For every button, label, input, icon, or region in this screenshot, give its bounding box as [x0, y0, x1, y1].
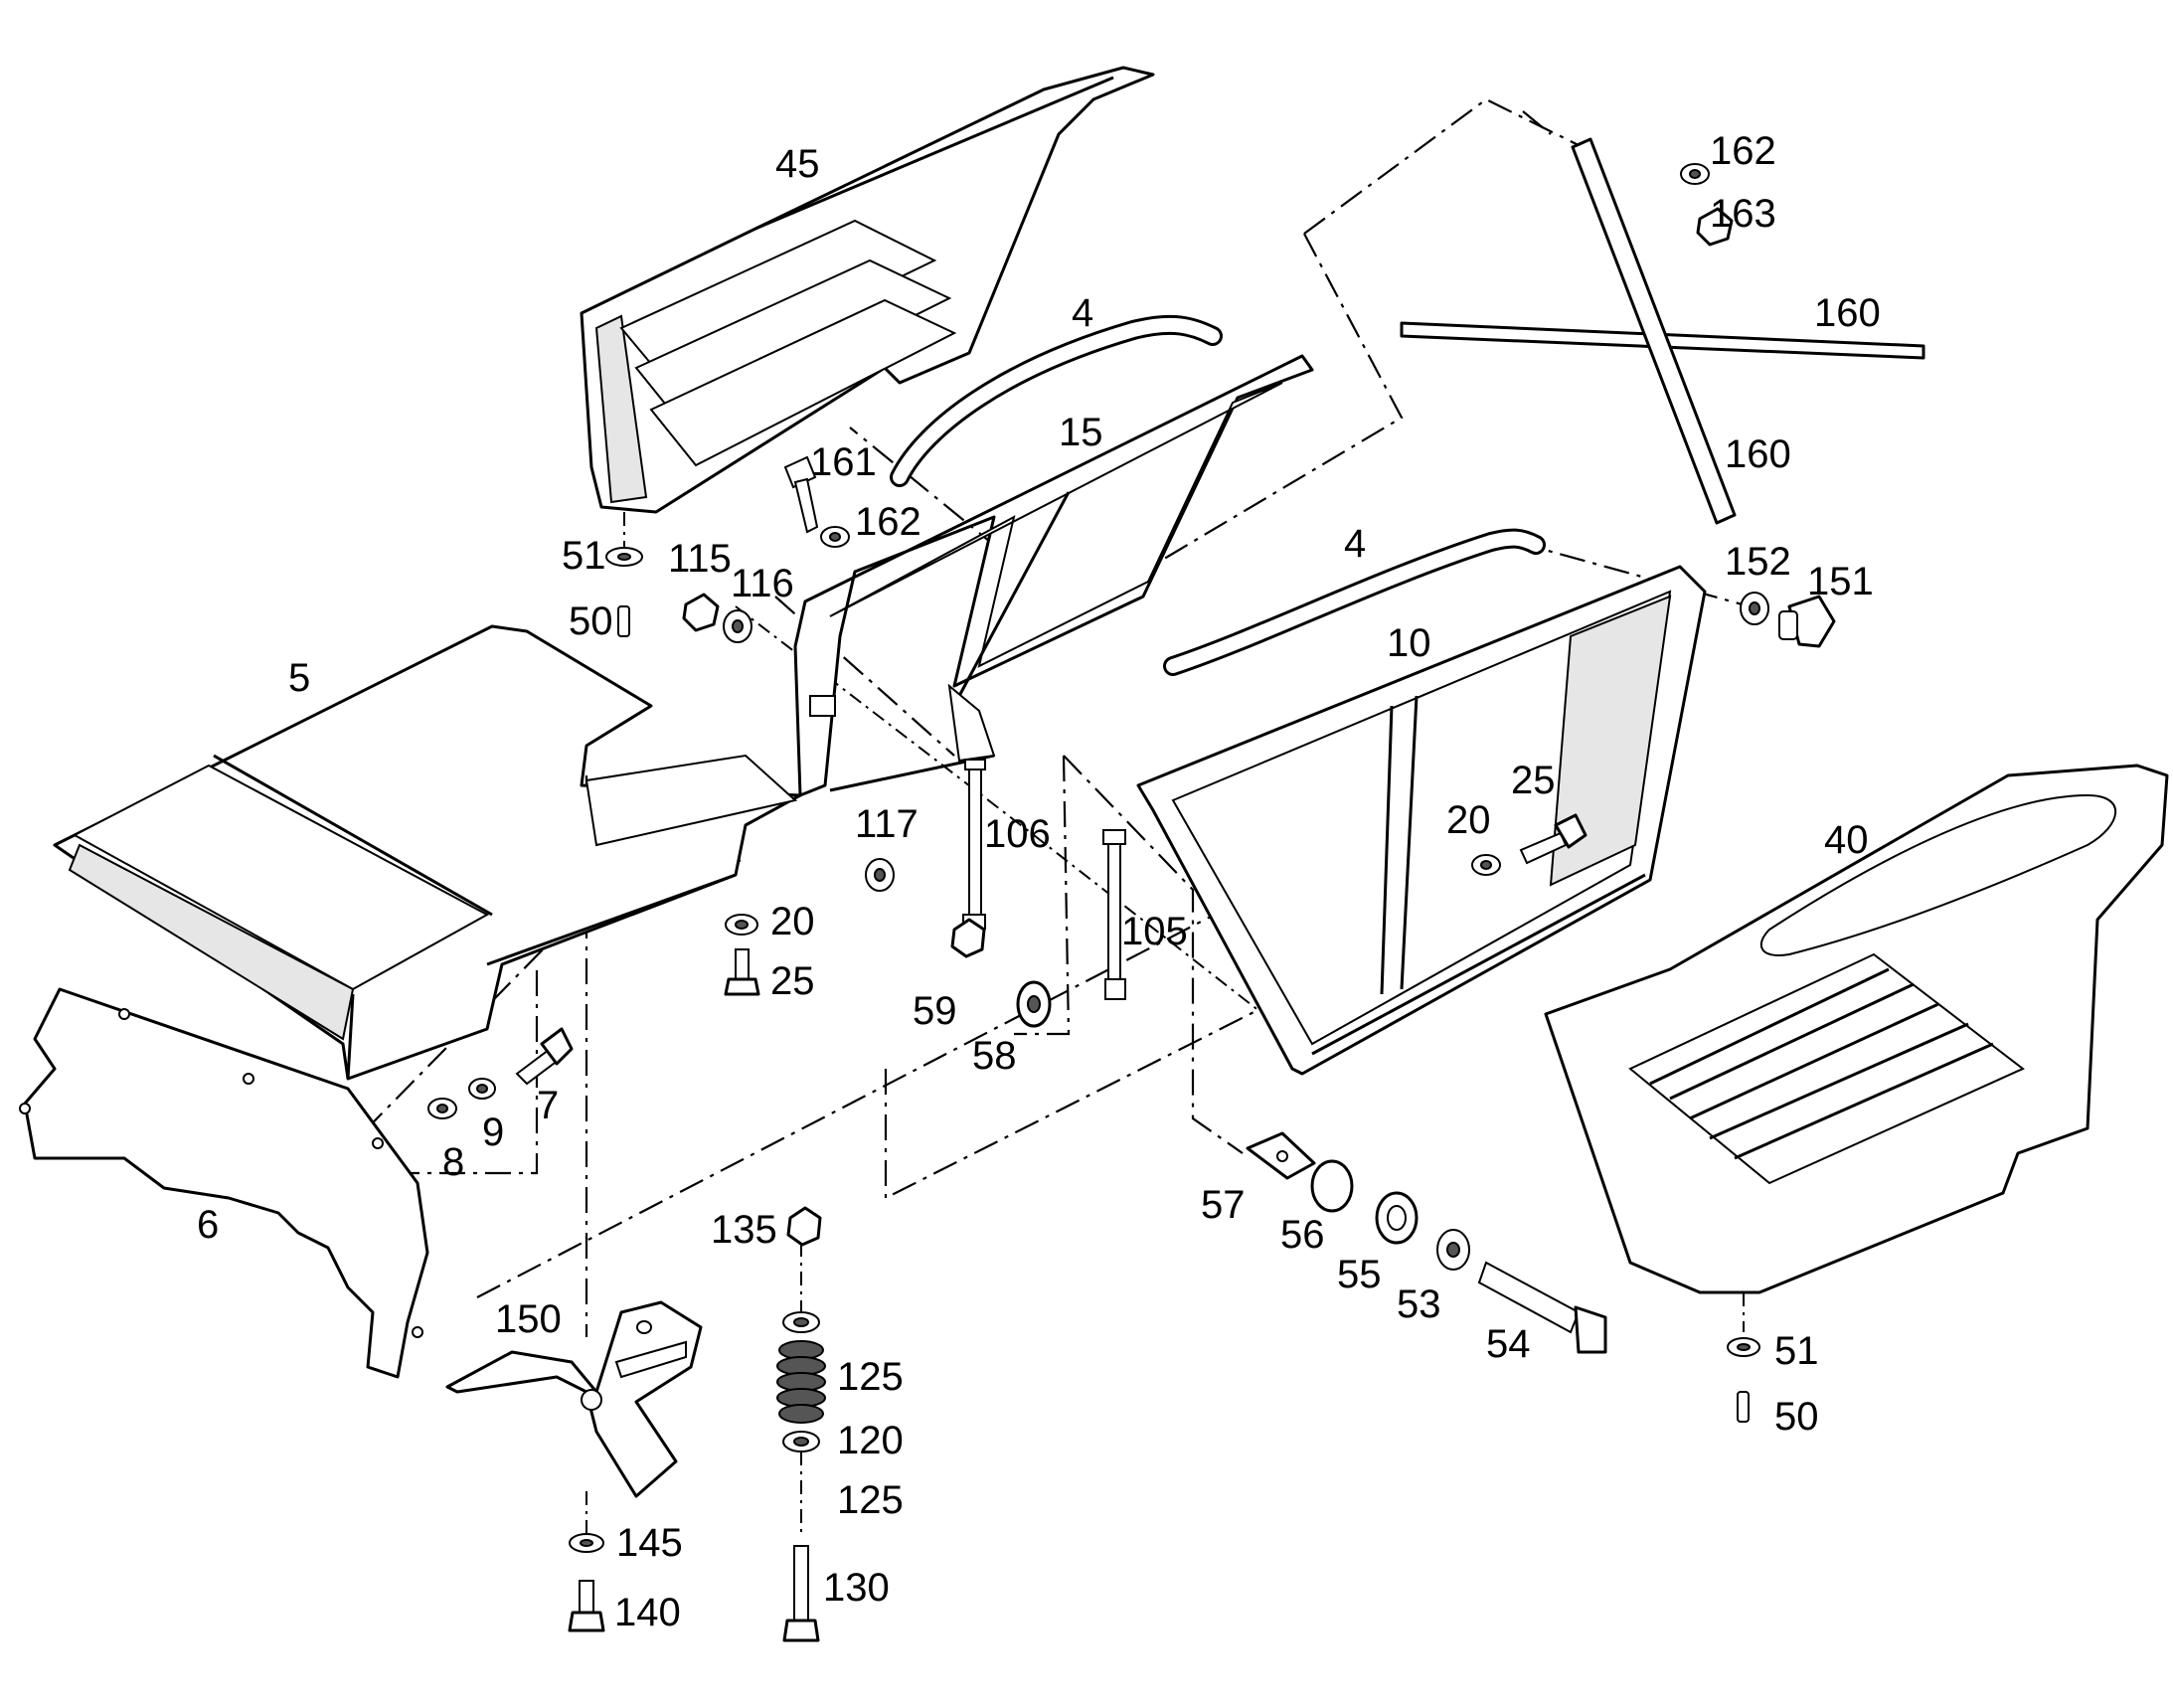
part-15-frame: [793, 354, 1314, 797]
part-161-bolt: [783, 455, 819, 534]
part-4-hose-upper: [890, 314, 1223, 487]
label-160-diagonal: 160: [1725, 432, 1791, 476]
label-163: 163: [1710, 192, 1776, 236]
label-20-right: 20: [1446, 798, 1491, 842]
label-130: 130: [823, 1566, 890, 1610]
part-115-nut: [682, 593, 720, 632]
part-58-grommet: [1016, 980, 1052, 1028]
label-160-horizontal: 160: [1814, 291, 1881, 335]
label-125-bottom: 125: [837, 1478, 904, 1522]
label-50-bottom: 50: [1774, 1395, 1819, 1439]
part-160-bar-diagonal: [1571, 137, 1737, 525]
label-10: 10: [1387, 621, 1431, 665]
part-40-cover: [1544, 764, 2169, 1294]
part-151-bolt: [1778, 595, 1836, 648]
label-9: 9: [482, 1110, 504, 1154]
part-45-cover: [580, 66, 1155, 514]
part-59-nut: [950, 918, 986, 958]
label-151: 151: [1807, 560, 1874, 603]
label-7: 7: [537, 1084, 559, 1127]
label-59: 59: [913, 989, 957, 1033]
label-8: 8: [442, 1140, 464, 1184]
label-135: 135: [711, 1208, 777, 1252]
part-10-frame: [1136, 565, 1707, 1076]
label-106: 106: [984, 812, 1051, 856]
part-54-bolt: [1477, 1261, 1607, 1354]
part-145-washer: [569, 1533, 604, 1553]
part-150-bracket: [445, 1300, 703, 1498]
part-125-washer-bottom: [782, 1431, 820, 1452]
label-5: 5: [288, 656, 310, 700]
part-162-washer-right: [1680, 163, 1710, 185]
part-152-washer: [1740, 592, 1769, 625]
label-51-top: 51: [562, 534, 606, 578]
part-7-bolt: [515, 1027, 574, 1086]
label-4-upper: 4: [1072, 291, 1093, 335]
part-51-washer-bottom: [1727, 1337, 1760, 1357]
part-4-hose-lower: [1163, 528, 1546, 676]
label-105: 105: [1121, 910, 1188, 953]
part-162-washer-left: [820, 526, 850, 548]
label-57: 57: [1201, 1183, 1246, 1227]
label-152: 152: [1725, 540, 1791, 584]
part-51-washer-top: [605, 547, 643, 567]
part-50-screw-bottom: [1737, 1391, 1750, 1423]
part-120-spring: [776, 1340, 826, 1424]
part-135-nut: [786, 1206, 822, 1247]
label-15: 15: [1059, 411, 1103, 454]
label-140: 140: [614, 1591, 681, 1634]
label-54: 54: [1486, 1322, 1531, 1366]
label-40: 40: [1824, 818, 1869, 862]
part-140-bolt: [568, 1580, 605, 1632]
part-56-bushing: [1310, 1159, 1354, 1213]
label-117: 117: [855, 802, 919, 846]
part-25-bolt-right: [1519, 813, 1588, 865]
label-20-left: 20: [770, 900, 815, 943]
part-8-washer: [427, 1098, 457, 1119]
label-125-top: 125: [837, 1355, 904, 1399]
part-25-bolt-left: [724, 948, 760, 996]
part-57-plate: [1246, 1131, 1316, 1180]
label-115: 115: [668, 537, 732, 581]
callout-labels: 45 4 15 161 162 51 50 115 116 162 163 16…: [197, 129, 1881, 1634]
label-25-right: 25: [1511, 759, 1556, 802]
label-50-top: 50: [569, 599, 613, 643]
label-162-right: 162: [1710, 129, 1776, 173]
label-58: 58: [972, 1034, 1017, 1078]
part-55-sleeve: [1375, 1191, 1419, 1245]
part-6-panel: [19, 987, 429, 1379]
label-120: 120: [837, 1419, 904, 1462]
label-55: 55: [1337, 1253, 1382, 1296]
label-56: 56: [1280, 1213, 1325, 1257]
part-106-strut: [962, 759, 986, 930]
part-50-screw-top: [617, 605, 630, 637]
part-116-washer: [723, 609, 752, 643]
part-163-nut: [1696, 207, 1734, 247]
label-6: 6: [197, 1203, 219, 1247]
label-45: 45: [775, 142, 820, 186]
part-105-strut: [1102, 829, 1126, 1000]
part-130-bolt: [782, 1545, 820, 1642]
part-53-washer: [1436, 1229, 1470, 1271]
part-125-washer-top: [782, 1311, 820, 1333]
part-20-washer-left: [725, 914, 758, 936]
label-145: 145: [616, 1521, 683, 1565]
label-53: 53: [1397, 1282, 1441, 1326]
part-9-washer: [468, 1078, 496, 1100]
label-25-left: 25: [770, 959, 815, 1003]
label-150: 150: [495, 1297, 562, 1341]
part-117-washer: [865, 858, 895, 892]
label-51-bottom: 51: [1774, 1329, 1819, 1373]
label-162-left: 162: [855, 500, 921, 544]
part-5-deck: [53, 624, 802, 1081]
label-161: 161: [810, 440, 877, 484]
label-4-lower: 4: [1344, 522, 1366, 566]
part-20-washer-right: [1471, 854, 1501, 876]
label-116: 116: [731, 562, 794, 605]
